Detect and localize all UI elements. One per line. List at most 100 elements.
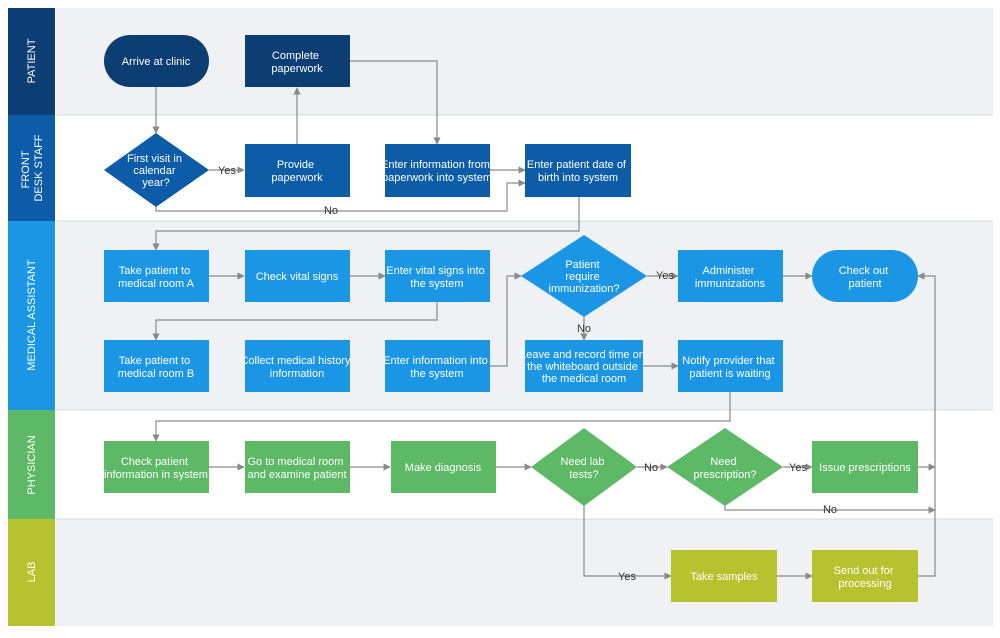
node-text-check-out: Check out patient bbox=[839, 265, 892, 290]
node-take-samples[interactable] bbox=[671, 550, 777, 602]
text-line: year? bbox=[142, 177, 170, 189]
edge-notify-to-check-info bbox=[152, 392, 731, 442]
node-require-immunization-decision[interactable] bbox=[521, 235, 647, 317]
node-text-check-info: Check patient information in system bbox=[104, 456, 208, 481]
lane-label-front-desk-line1: FRONT bbox=[20, 150, 32, 188]
text-line: medical room B bbox=[118, 368, 194, 380]
node-text-administer: Administer immunizations bbox=[695, 265, 766, 290]
text-line: Enter patient date of bbox=[527, 159, 627, 171]
edge-label-need-prescription-yes: Yes bbox=[789, 462, 807, 474]
node-complete-paperwork[interactable] bbox=[245, 35, 350, 87]
text-line: immunization? bbox=[549, 283, 620, 295]
text-line: Leave and record time on bbox=[520, 349, 645, 361]
lane-label-patient: PATIENT bbox=[26, 38, 38, 83]
node-enter-vitals[interactable] bbox=[385, 250, 490, 302]
node-check-patient-info[interactable] bbox=[104, 441, 209, 493]
text-line: the medical room bbox=[542, 373, 626, 385]
lane-bg-patient bbox=[56, 8, 993, 115]
text-line: the system bbox=[410, 278, 463, 290]
text-line: Administer bbox=[702, 265, 754, 277]
node-need-lab-decision[interactable] bbox=[531, 428, 637, 506]
edge-need-lab-yes bbox=[583, 506, 672, 580]
text-line: require bbox=[565, 271, 599, 283]
node-send-out-processing[interactable] bbox=[812, 550, 918, 602]
edge-label-need-prescription-no: No bbox=[823, 504, 837, 516]
lane-label-medical-assistant: MEDICAL ASSISTANT bbox=[26, 259, 38, 371]
text-line: patient is waiting bbox=[689, 368, 770, 380]
text-line: patient bbox=[848, 278, 881, 290]
node-text-enter-info-paperwork: Enter information from paperwork into sy… bbox=[381, 159, 493, 184]
text-line: information in system bbox=[104, 469, 208, 481]
node-issue-prescriptions[interactable] bbox=[812, 441, 918, 493]
text-line: prescription? bbox=[694, 469, 757, 481]
node-provide-paperwork[interactable] bbox=[245, 144, 350, 197]
lane-header-front-desk bbox=[8, 115, 55, 221]
node-collect-history[interactable] bbox=[245, 340, 350, 392]
text-line: Patient bbox=[565, 259, 599, 271]
node-enter-info-system[interactable] bbox=[385, 340, 490, 392]
text-line: and examine patient bbox=[247, 469, 346, 481]
node-enter-info-paperwork[interactable] bbox=[385, 144, 490, 197]
edge-label-need-lab-no: No bbox=[644, 462, 658, 474]
text-line: Check patient bbox=[121, 456, 188, 468]
node-administer-immunizations[interactable] bbox=[678, 250, 783, 302]
node-text-take-samples: Take samples bbox=[690, 571, 758, 583]
node-go-examine[interactable] bbox=[245, 441, 350, 493]
node-text-diagnosis: Make diagnosis bbox=[405, 462, 482, 474]
lane-header-lab bbox=[8, 519, 55, 626]
lane-label-physician: PHYSICIAN bbox=[26, 435, 38, 494]
edge-enter-vitals-to-room-b bbox=[152, 302, 438, 341]
edge-label-immunization-no: No bbox=[577, 323, 591, 335]
node-text-enter-vitals: Enter vital signs into the system bbox=[386, 265, 488, 290]
node-text-collect-history: Collect medical history information bbox=[240, 355, 353, 380]
text-line: immunizations bbox=[695, 278, 766, 290]
text-line: paperwork bbox=[271, 63, 323, 75]
lane-label-front-desk: FRONT DESK STAFF bbox=[20, 134, 45, 201]
text-line: tests? bbox=[569, 469, 598, 481]
node-text-require-immunization: Patient require immunization? bbox=[549, 259, 620, 295]
node-text-take-room-b: Take patient to medical room B bbox=[118, 355, 194, 380]
node-first-visit-decision[interactable] bbox=[104, 133, 209, 207]
node-text-enter-info-system: Enter information into the system bbox=[383, 355, 491, 380]
text-line: medical room A bbox=[118, 278, 194, 290]
text-line: Need bbox=[710, 456, 736, 468]
text-line: Take patient to bbox=[119, 265, 191, 277]
node-check-out-patient[interactable] bbox=[812, 250, 918, 302]
node-enter-dob[interactable] bbox=[525, 144, 631, 197]
text-line: the whiteboard outside bbox=[527, 361, 638, 373]
text-line: Need lab bbox=[560, 456, 604, 468]
node-take-room-b[interactable] bbox=[104, 340, 209, 392]
lane-header-patient bbox=[8, 8, 55, 115]
lane-label-front-desk-line2: DESK STAFF bbox=[33, 134, 45, 201]
node-notify-provider[interactable] bbox=[678, 340, 783, 392]
node-text-leave-record: Leave and record time on the whiteboard … bbox=[520, 349, 648, 385]
node-arrive-at-clinic[interactable] bbox=[104, 35, 209, 87]
text-line: Notify provider that bbox=[682, 355, 774, 367]
node-text-check-vitals: Check vital signs bbox=[256, 271, 339, 283]
node-check-vitals[interactable] bbox=[245, 250, 350, 302]
node-text-go-examine: Go to medical room and examine patient bbox=[247, 456, 346, 481]
node-take-room-a[interactable] bbox=[104, 250, 209, 302]
node-text-need-lab: Need lab tests? bbox=[560, 456, 607, 481]
node-text-notify-provider: Notify provider that patient is waiting bbox=[682, 355, 777, 380]
node-make-diagnosis[interactable] bbox=[391, 441, 496, 493]
edge-enter-info-system-to-immunization bbox=[490, 272, 522, 367]
text-line: Provide bbox=[277, 159, 314, 171]
node-need-prescription-decision[interactable] bbox=[667, 428, 783, 506]
text-line: processing bbox=[838, 578, 891, 590]
node-leave-record-time[interactable] bbox=[525, 340, 643, 392]
text-line: calendar bbox=[133, 165, 176, 177]
text-line: Check out bbox=[839, 265, 889, 277]
text-line: paperwork into system bbox=[382, 172, 492, 184]
lane-header-physician bbox=[8, 410, 55, 519]
edge-label-first-visit-no: No bbox=[324, 205, 338, 217]
node-text-issue-prescriptions: Issue prescriptions bbox=[819, 462, 911, 474]
text-line: Enter vital signs into bbox=[386, 265, 484, 277]
text-line: Take patient to bbox=[119, 355, 191, 367]
edge-label-need-lab-yes: Yes bbox=[618, 571, 636, 583]
node-text-need-prescription: Need prescription? bbox=[694, 456, 757, 481]
text-line: Complete bbox=[272, 50, 319, 62]
node-text-first-visit: First visit in calendar year? bbox=[127, 153, 185, 189]
